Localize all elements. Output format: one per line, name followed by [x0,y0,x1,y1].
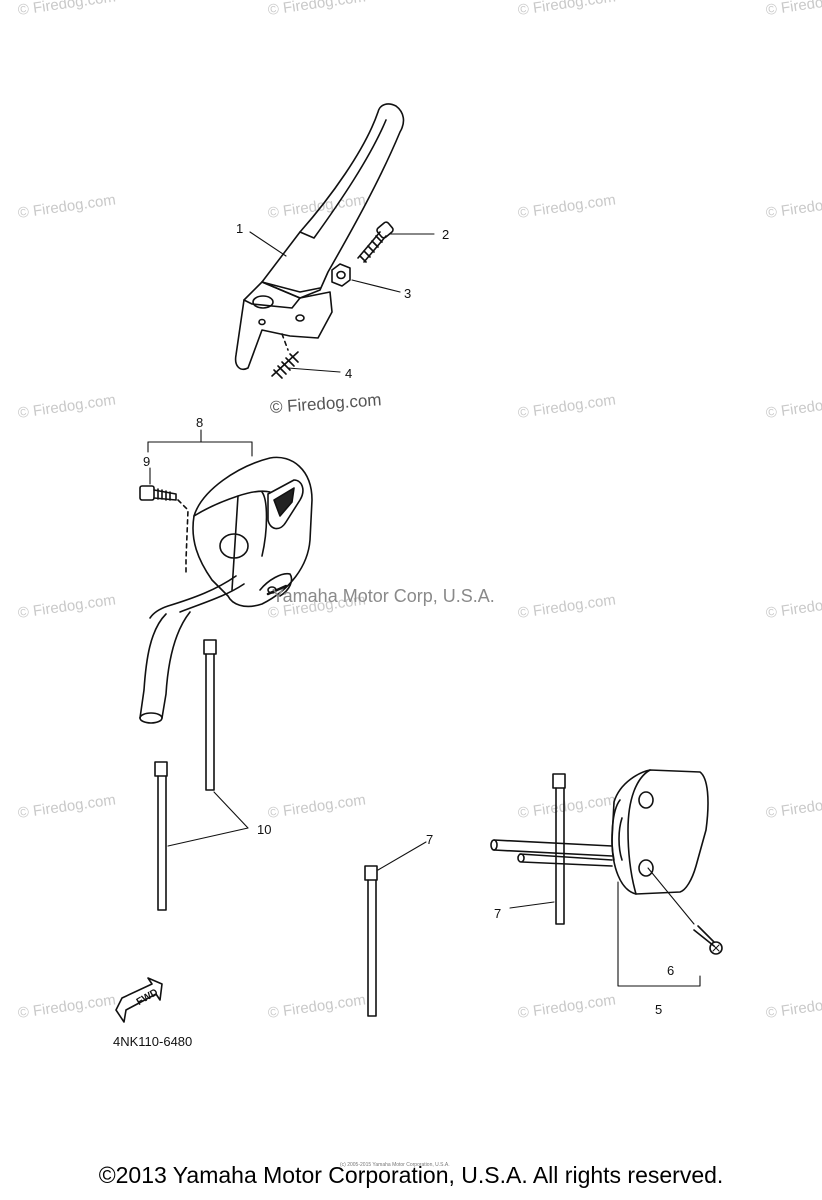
callout-6: 6 [667,963,675,978]
callout-3: 3 [404,286,412,301]
spring-part-4 [271,333,299,379]
callout-5: 5 [655,1002,663,1017]
leader-lines-middle [167,791,427,871]
callout-2: 2 [442,227,450,242]
fwd-arrow-icon [115,977,163,1023]
screw-part-6 [693,925,723,955]
tiny-copyright: (c) 2005-2015 Yamaha Motor Corporation, … [340,1162,450,1168]
callout-7-center: 7 [426,832,434,847]
callout-4: 4 [345,366,353,381]
pivot-bolt-part-2 [357,221,394,263]
cable-tie-part-10-a [203,639,217,791]
wire-harness [139,575,245,724]
left-switch-housing [192,456,313,608]
callout-7-right: 7 [494,906,502,921]
cable-tie-part-10-b [154,761,168,911]
callout-9: 9 [143,454,151,469]
footer-copyright: ©2013 Yamaha Motor Corporation, U.S.A. A… [98,1162,724,1188]
part-code: 4NK110-6480 [113,1034,193,1049]
nut-part-3 [331,263,351,287]
cable-tie-part-7-right [552,773,566,925]
brake-lever-part-1 [234,103,405,371]
leader-lines-right [509,867,701,987]
assembly-bracket-part-8 [147,429,253,485]
right-wire-harness [490,839,613,867]
callout-1: 1 [236,221,244,236]
screw-part-9 [139,485,189,573]
callout-8: 8 [196,415,204,430]
center-watermark-2: Yamaha Motor Corp, U.S.A. [272,586,495,606]
cable-tie-part-7-center [364,865,378,1017]
right-switch-housing-part-5 [611,769,709,895]
leader-lines-top [249,231,435,373]
callout-10: 10 [257,822,272,837]
